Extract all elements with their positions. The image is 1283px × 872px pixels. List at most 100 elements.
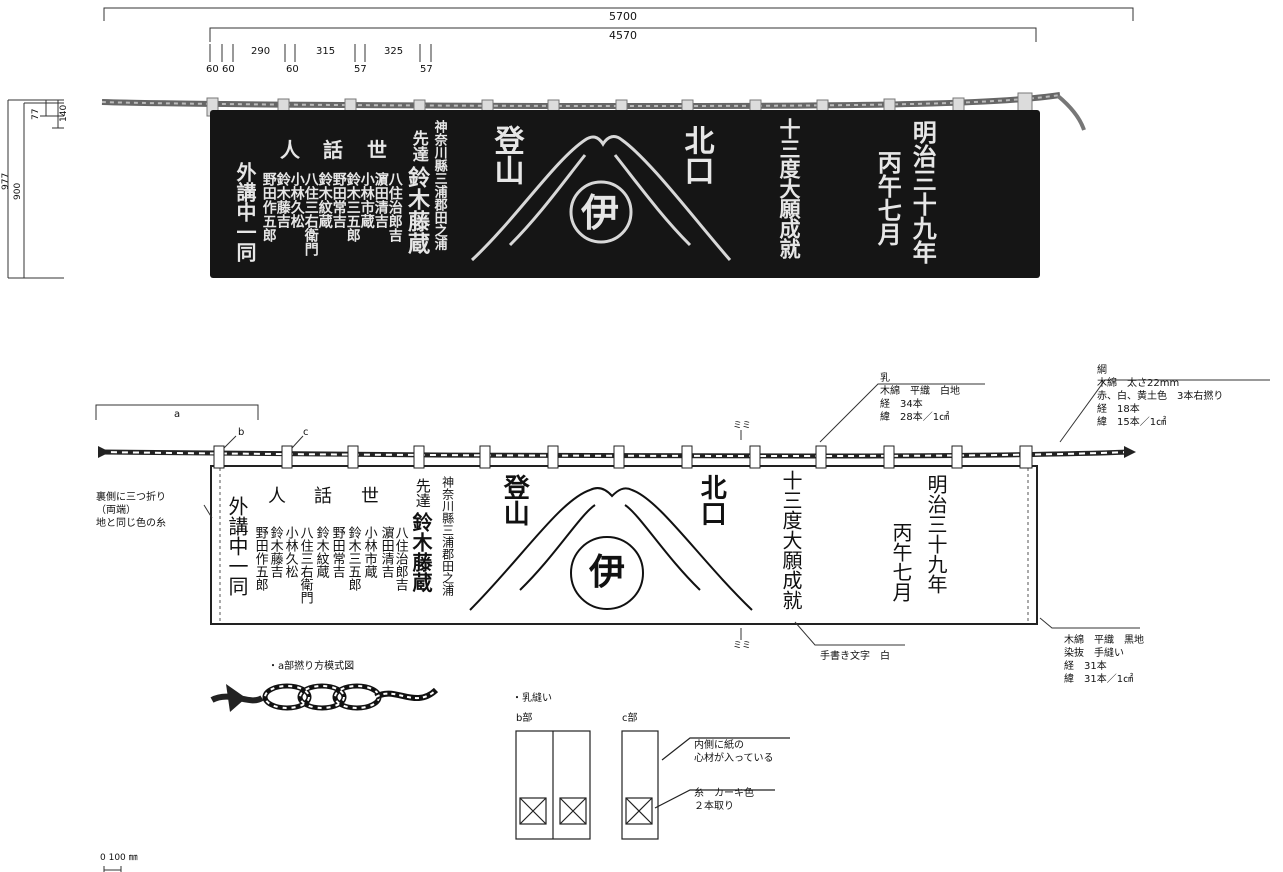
dim-a-line bbox=[95, 404, 259, 420]
note-body-line-2: 染抜 手縫い bbox=[1064, 648, 1124, 659]
note-fold-line-2: （両端） bbox=[96, 505, 136, 516]
note-rope-line-2: 赤、白、黄土色 3本右撚り bbox=[1097, 391, 1224, 402]
drawing-north: 北口 bbox=[696, 474, 727, 526]
note-body-line-1: 木綿 平織 黒地 bbox=[1064, 635, 1144, 646]
note-fold-line-3: 地と同じ色の糸 bbox=[96, 518, 166, 529]
note-fold-line-1: 裏側に三つ折り bbox=[96, 492, 166, 503]
photo-emblem: 伊 bbox=[581, 190, 620, 235]
b-part-label: b部 bbox=[516, 713, 533, 724]
photo-name-3: 小林市蔵 bbox=[358, 172, 375, 228]
label-b: b bbox=[238, 427, 245, 438]
scale-label: 0 100 ㎜ bbox=[100, 853, 138, 863]
drawing-name-3: 小林市蔵 bbox=[361, 526, 377, 578]
note-core: 内側に紙の 心材が入っている bbox=[694, 739, 774, 765]
note-nyu-title: 乳 bbox=[880, 373, 890, 384]
twist-schematic bbox=[210, 683, 439, 712]
drawing-pilgrimage: 十三度大願成就 bbox=[779, 470, 803, 610]
note-rope: 綱 木綿 太さ22mm 赤、白、黄土色 3本右撚り 経 18本 緯 15本／1㎠ bbox=[1097, 364, 1223, 429]
dim-900-label: 900 bbox=[13, 182, 23, 200]
drawing-name-4: 鈴木三五郎 bbox=[345, 526, 361, 591]
note-rope-line-1: 木綿 太さ22mm bbox=[1097, 378, 1180, 389]
drawing-climb: 登山 bbox=[499, 474, 530, 526]
dim-977-label: 977 bbox=[1, 172, 11, 190]
photo-banner: 明治三十九年 丙午七月 十三度大願成就 北口 登山 伊 神奈川縣三浦郡田之浦 先… bbox=[210, 110, 1040, 278]
drawing-name-6: 鈴木紋蔵 bbox=[313, 526, 329, 578]
label-a: a bbox=[174, 409, 181, 420]
note-core-line-2: 心材が入っている bbox=[694, 753, 774, 764]
dim-seg-7: 325 bbox=[384, 46, 404, 57]
drawing-mountain bbox=[469, 487, 753, 611]
leader-c bbox=[291, 435, 304, 449]
photo-name-6: 鈴木紋蔵 bbox=[316, 172, 333, 228]
drawing-organizer-3: 世 bbox=[361, 486, 379, 507]
drawing-name-7: 八住三右衛門 bbox=[297, 526, 313, 604]
dim-140-line bbox=[52, 100, 64, 129]
leader-fold bbox=[203, 504, 213, 519]
photo-name-9: 鈴木藤吉 bbox=[274, 172, 291, 228]
note-rope-title: 綱 bbox=[1097, 365, 1107, 376]
scale-bar bbox=[103, 866, 122, 872]
dim-seg-4: 60 bbox=[286, 64, 299, 75]
drawing-name-9: 鈴木藤吉 bbox=[267, 526, 283, 578]
drawing-date: 明治三十九年 bbox=[924, 474, 948, 594]
note-rope-line-3: 経 18本 bbox=[1097, 404, 1140, 415]
photo-date: 明治三十九年 bbox=[908, 120, 938, 264]
dim-inner-label: 4570 bbox=[609, 29, 637, 42]
dim-inner-line bbox=[209, 27, 1037, 42]
photo-climb: 登山 bbox=[488, 125, 524, 185]
dim-seg-3: 290 bbox=[251, 46, 271, 57]
note-nyu: 乳 木綿 平織 白地 経 34本 緯 28本／1㎠ bbox=[880, 372, 960, 424]
sewing-title: ・乳縫い bbox=[512, 693, 552, 704]
photo-guide-name: 鈴木藤蔵 bbox=[404, 166, 431, 254]
photo-group: 外講中一同 bbox=[233, 162, 257, 262]
drawing-organizer-1: 人 bbox=[268, 486, 286, 507]
photo-name-5: 野田常吉 bbox=[330, 172, 347, 228]
photo-organizer-1: 人 bbox=[280, 138, 300, 162]
photo-organizer-2: 話 bbox=[323, 138, 343, 162]
drawing-loops bbox=[213, 445, 1033, 469]
dim-77-label: 77 bbox=[31, 108, 41, 120]
fold-stitch-lines bbox=[219, 468, 1029, 622]
photo-north: 北口 bbox=[678, 125, 714, 185]
drawing-guide-title: 先達 bbox=[413, 478, 432, 508]
leader-handwriting bbox=[794, 621, 905, 646]
note-body-line-4: 緯 31本／1㎠ bbox=[1064, 674, 1134, 685]
photo-organizer-3: 世 bbox=[367, 138, 387, 162]
dim-140-label: 140 bbox=[59, 104, 69, 122]
photo-guide-title: 先達 bbox=[409, 130, 429, 162]
c-part-label: c部 bbox=[622, 713, 638, 724]
note-nyu-line-1: 木綿 平織 白地 bbox=[880, 386, 960, 397]
drawing-name-2: 濵田清吉 bbox=[378, 526, 394, 578]
dim-seg-6: 57 bbox=[354, 64, 367, 75]
photo-name-2: 濵田清吉 bbox=[372, 172, 389, 228]
sewing-diagrams bbox=[515, 730, 790, 840]
drawing-emblem-circle bbox=[570, 536, 644, 610]
label-mimi-top: ミミ bbox=[733, 421, 752, 431]
drawing-month: 丙午七月 bbox=[889, 522, 913, 602]
note-core-line-1: 内側に紙の bbox=[694, 740, 744, 751]
dim-seg-5: 315 bbox=[316, 46, 336, 57]
label-c: c bbox=[303, 427, 309, 438]
note-thread-line-2: ２本取り bbox=[694, 801, 734, 812]
twist-title: ・a部撚り方模式図 bbox=[268, 661, 355, 672]
note-nyu-line-3: 緯 28本／1㎠ bbox=[880, 412, 950, 423]
photo-pilgrimage: 十三度大願成就 bbox=[777, 118, 803, 258]
dim-segment-ticks bbox=[209, 44, 432, 62]
drawing-origin: 神奈川縣三浦郡田之浦 bbox=[440, 476, 455, 596]
photo-origin: 神奈川縣三浦郡田之浦 bbox=[431, 120, 447, 250]
photo-name-8: 小林久松 bbox=[288, 172, 305, 228]
dim-77-line bbox=[40, 99, 64, 117]
photo-month: 丙午七月 bbox=[873, 150, 903, 246]
dim-900-line bbox=[23, 102, 64, 278]
dim-total-label: 5700 bbox=[609, 10, 637, 23]
note-nyu-line-2: 経 34本 bbox=[880, 399, 923, 410]
photo-name-1: 八住治郎吉 bbox=[386, 172, 403, 242]
drawing-name-5: 野田常吉 bbox=[329, 526, 345, 578]
photo-loops bbox=[206, 92, 1033, 119]
note-thread-line-1: 糸 カーキ色 bbox=[694, 788, 754, 799]
photo-name-10: 野田作五郎 bbox=[260, 172, 277, 242]
drawing-guide-name: 鈴木藤蔵 bbox=[409, 512, 433, 592]
photo-mountain bbox=[470, 135, 732, 262]
note-body-line-3: 経 31本 bbox=[1064, 661, 1107, 672]
